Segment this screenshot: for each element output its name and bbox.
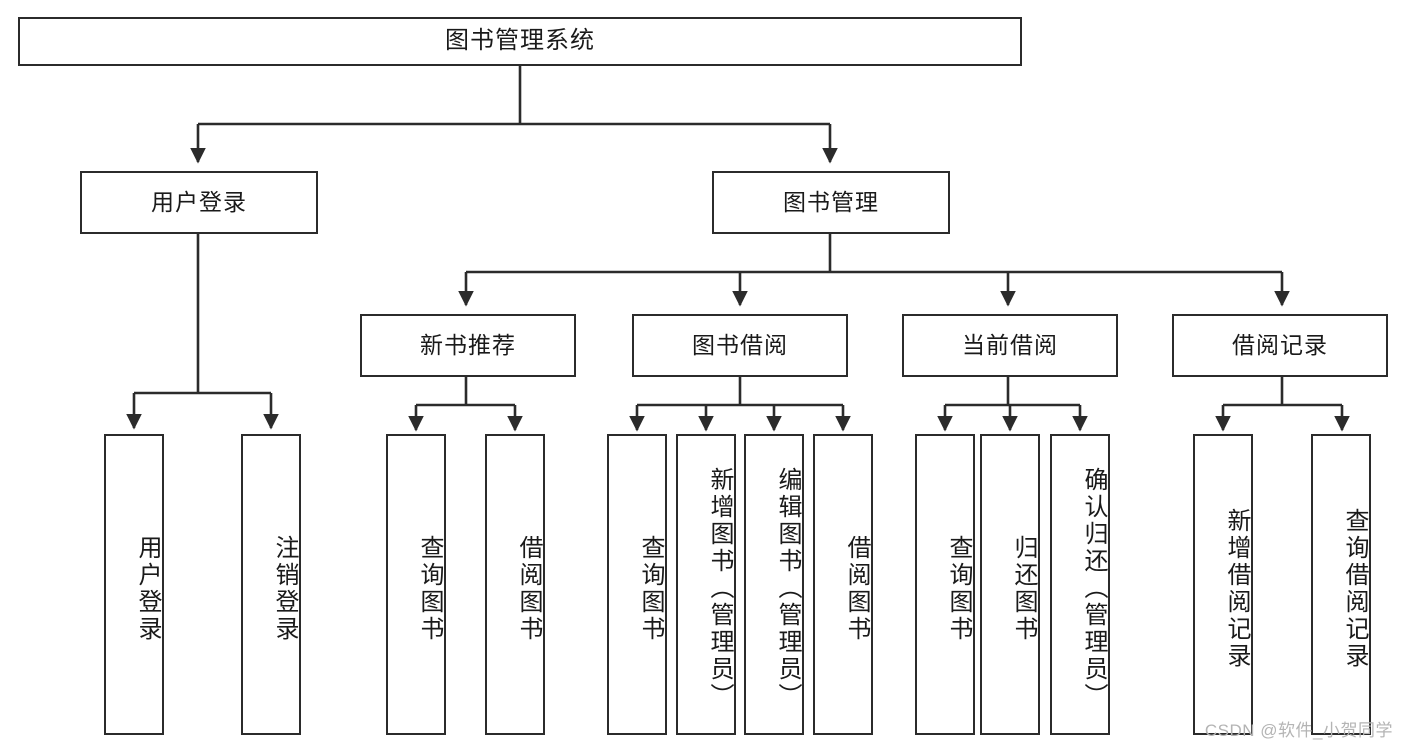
node-label: 借阅记录	[1232, 331, 1328, 358]
leaf-add-borrow-record[interactable]: 新增借阅记录	[1193, 434, 1253, 735]
leaf-query-books-current[interactable]: 查询图书	[915, 434, 975, 735]
node-label: 借阅图书	[843, 534, 870, 643]
node-label: 查询图书	[416, 534, 443, 643]
node-label: 查询借阅记录	[1341, 507, 1368, 670]
node-current-borrowing[interactable]: 当前借阅	[902, 314, 1118, 377]
node-label: 当前借阅	[962, 331, 1058, 358]
leaf-logout[interactable]: 注销登录	[241, 434, 301, 735]
leaf-borrow-books-borrowing[interactable]: 借阅图书	[813, 434, 873, 735]
leaf-query-books-recommend[interactable]: 查询图书	[386, 434, 446, 735]
leaf-return-books[interactable]: 归还图书	[980, 434, 1040, 735]
node-label: 编辑图书（管理员）	[774, 467, 801, 710]
node-book-management[interactable]: 图书管理	[712, 171, 950, 234]
node-root-system[interactable]: 图书管理系统	[18, 17, 1022, 66]
node-label: 新增借阅记录	[1223, 507, 1250, 670]
node-label: 借阅图书	[515, 534, 542, 643]
node-label: 图书管理	[783, 188, 879, 215]
node-label: 查询图书	[945, 534, 972, 643]
leaf-borrow-books-recommend[interactable]: 借阅图书	[485, 434, 545, 735]
node-book-borrowing[interactable]: 图书借阅	[632, 314, 848, 377]
node-user-login[interactable]: 用户登录	[80, 171, 318, 234]
leaf-confirm-return-admin[interactable]: 确认归还（管理员）	[1050, 434, 1110, 735]
node-label: 新增图书（管理员）	[706, 467, 733, 710]
node-label: 用户登录	[134, 534, 161, 643]
node-label: 图书借阅	[692, 331, 788, 358]
leaf-query-books-borrowing[interactable]: 查询图书	[607, 434, 667, 735]
leaf-add-book-admin[interactable]: 新增图书（管理员）	[676, 434, 736, 735]
node-label: 查询图书	[637, 534, 664, 643]
node-label: 注销登录	[271, 534, 298, 643]
leaf-query-borrow-record[interactable]: 查询借阅记录	[1311, 434, 1371, 735]
node-label: 图书管理系统	[445, 27, 595, 55]
node-new-book-recommendation[interactable]: 新书推荐	[360, 314, 576, 377]
csdn-watermark: CSDN @软件_小贺同学	[1204, 721, 1393, 740]
leaf-user-login[interactable]: 用户登录	[104, 434, 164, 735]
node-label: 确认归还（管理员）	[1080, 467, 1107, 710]
node-label: 归还图书	[1010, 534, 1037, 643]
node-label: 新书推荐	[420, 331, 516, 358]
leaf-edit-book-admin[interactable]: 编辑图书（管理员）	[744, 434, 804, 735]
node-borrow-records[interactable]: 借阅记录	[1172, 314, 1388, 377]
node-label: 用户登录	[151, 188, 247, 215]
